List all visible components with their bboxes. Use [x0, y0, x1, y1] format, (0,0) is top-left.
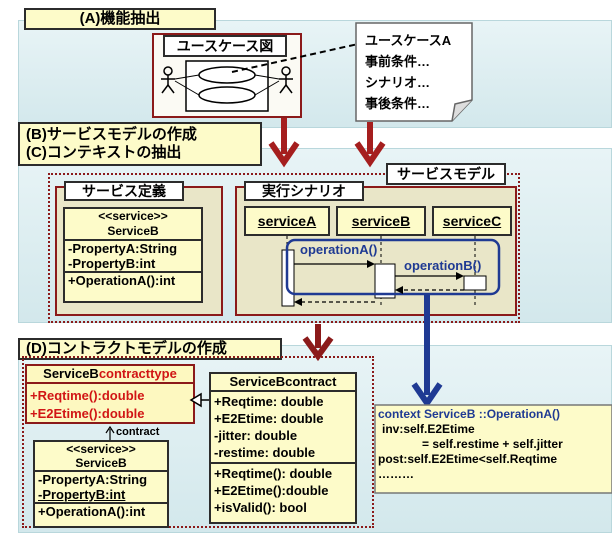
service-b-class-d: <<service>> ServiceB -PropertyA:String -… — [33, 440, 169, 528]
arrow-down-icon — [354, 122, 386, 168]
service-b-class: <<service>> ServiceB -PropertyA:String -… — [63, 207, 203, 303]
usecase-diagram-title: ユースケース図 — [163, 35, 287, 57]
section-bc-label: (B)サービスモデルの作成 (C)コンテキストの抽出 — [18, 122, 262, 166]
ocl-line: = self.restime + self.jitter — [422, 437, 563, 451]
ocl-line: inv:self.E2Etime — [382, 422, 475, 436]
ocl-line: context ServiceB ::OperationA() — [378, 407, 561, 421]
contracttype-name-a: ServiceB — [43, 366, 99, 381]
contract-dependency-arrow — [105, 425, 115, 440]
lifeline-head: serviceA — [244, 206, 330, 236]
section-c-label: (C)コンテキストの抽出 — [26, 144, 182, 161]
class-stereotype: <<service>> — [98, 209, 168, 223]
note-line: 事後条件… — [365, 96, 431, 111]
section-d-label: (D)コントラクトモデルの作成 — [18, 338, 282, 360]
contract-model-frame — [22, 356, 374, 528]
usecase-note-link — [231, 43, 359, 73]
actor-left-icon — [161, 66, 175, 94]
contract-attribute: -jitter: double — [214, 428, 298, 443]
highlight-frame — [285, 238, 501, 296]
message-label: operationB() — [404, 258, 482, 273]
class-operation: +OperationA():int — [38, 504, 146, 519]
note-line: ユースケースA — [365, 33, 452, 48]
contract-attribute: +E2Etime: double — [214, 411, 324, 426]
service-definition-title: サービス定義 — [64, 181, 184, 201]
class-operation: +OperationA():int — [68, 273, 176, 288]
class-name: ServiceB — [107, 224, 159, 238]
contracttype-operation: +Reqtime():double — [30, 388, 145, 403]
lifeline-head: serviceC — [432, 206, 512, 236]
class-attribute: -PropertyB:int — [68, 256, 156, 271]
class-attribute: -PropertyA:String — [68, 241, 178, 256]
ocl-note: context ServiceB ::OperationA() inv:self… — [374, 404, 612, 494]
contracttype-operation: +E2Etime():double — [30, 406, 145, 421]
service-model-frame — [48, 173, 520, 323]
contract-attribute: +Reqtime: double — [214, 394, 324, 409]
activation-c — [463, 275, 487, 291]
contract-class-name: ServiceBcontract — [211, 374, 355, 392]
note-line: 事前条件… — [365, 54, 431, 69]
section-b-label: (B)サービスモデルの作成 — [26, 126, 197, 143]
activation-b — [374, 263, 396, 299]
ocl-line: ……… — [378, 467, 414, 481]
class-attribute: -PropertyB:int — [38, 487, 126, 502]
contracttype-name-b: contracttype — [98, 366, 177, 381]
note-line: シナリオ… — [365, 75, 431, 90]
class-name: ServiceB — [75, 456, 127, 470]
service-model-title: サービスモデル — [386, 163, 506, 185]
service-b-contract-class: ServiceBcontract +Reqtime: double +E2Eti… — [209, 372, 357, 524]
class-attribute: -PropertyA:String — [38, 472, 148, 487]
contract-attribute: -restime: double — [214, 445, 316, 460]
arrow-down-icon — [302, 324, 334, 362]
ocl-line: post:self.E2Etime<self.Reqtime — [378, 452, 558, 466]
arrow-down-icon — [411, 295, 443, 409]
usecase-note: ユースケースA 事前条件… シナリオ… 事後条件… — [355, 22, 473, 122]
scenario-title: 実行シナリオ — [244, 181, 364, 201]
section-a-label: (A)機能抽出 — [24, 8, 216, 30]
usecase-figure — [161, 60, 293, 112]
actor-right-icon — [279, 66, 293, 94]
section-a-band — [18, 20, 612, 128]
contracttype-class: ServiceBcontracttype +Reqtime():double +… — [25, 364, 195, 424]
contract-operation: +isValid(): bool — [214, 500, 307, 515]
arrow-down-icon — [268, 118, 300, 168]
contract-operation: +E2Etime():double — [214, 483, 329, 498]
message-label: operationA() — [300, 242, 378, 257]
lifeline-head: serviceB — [336, 206, 426, 236]
class-stereotype: <<service>> — [66, 442, 136, 456]
contract-label: contract — [116, 426, 160, 438]
contract-operation: +Reqtime(): double — [214, 466, 333, 481]
sequence-diagram — [281, 236, 501, 308]
